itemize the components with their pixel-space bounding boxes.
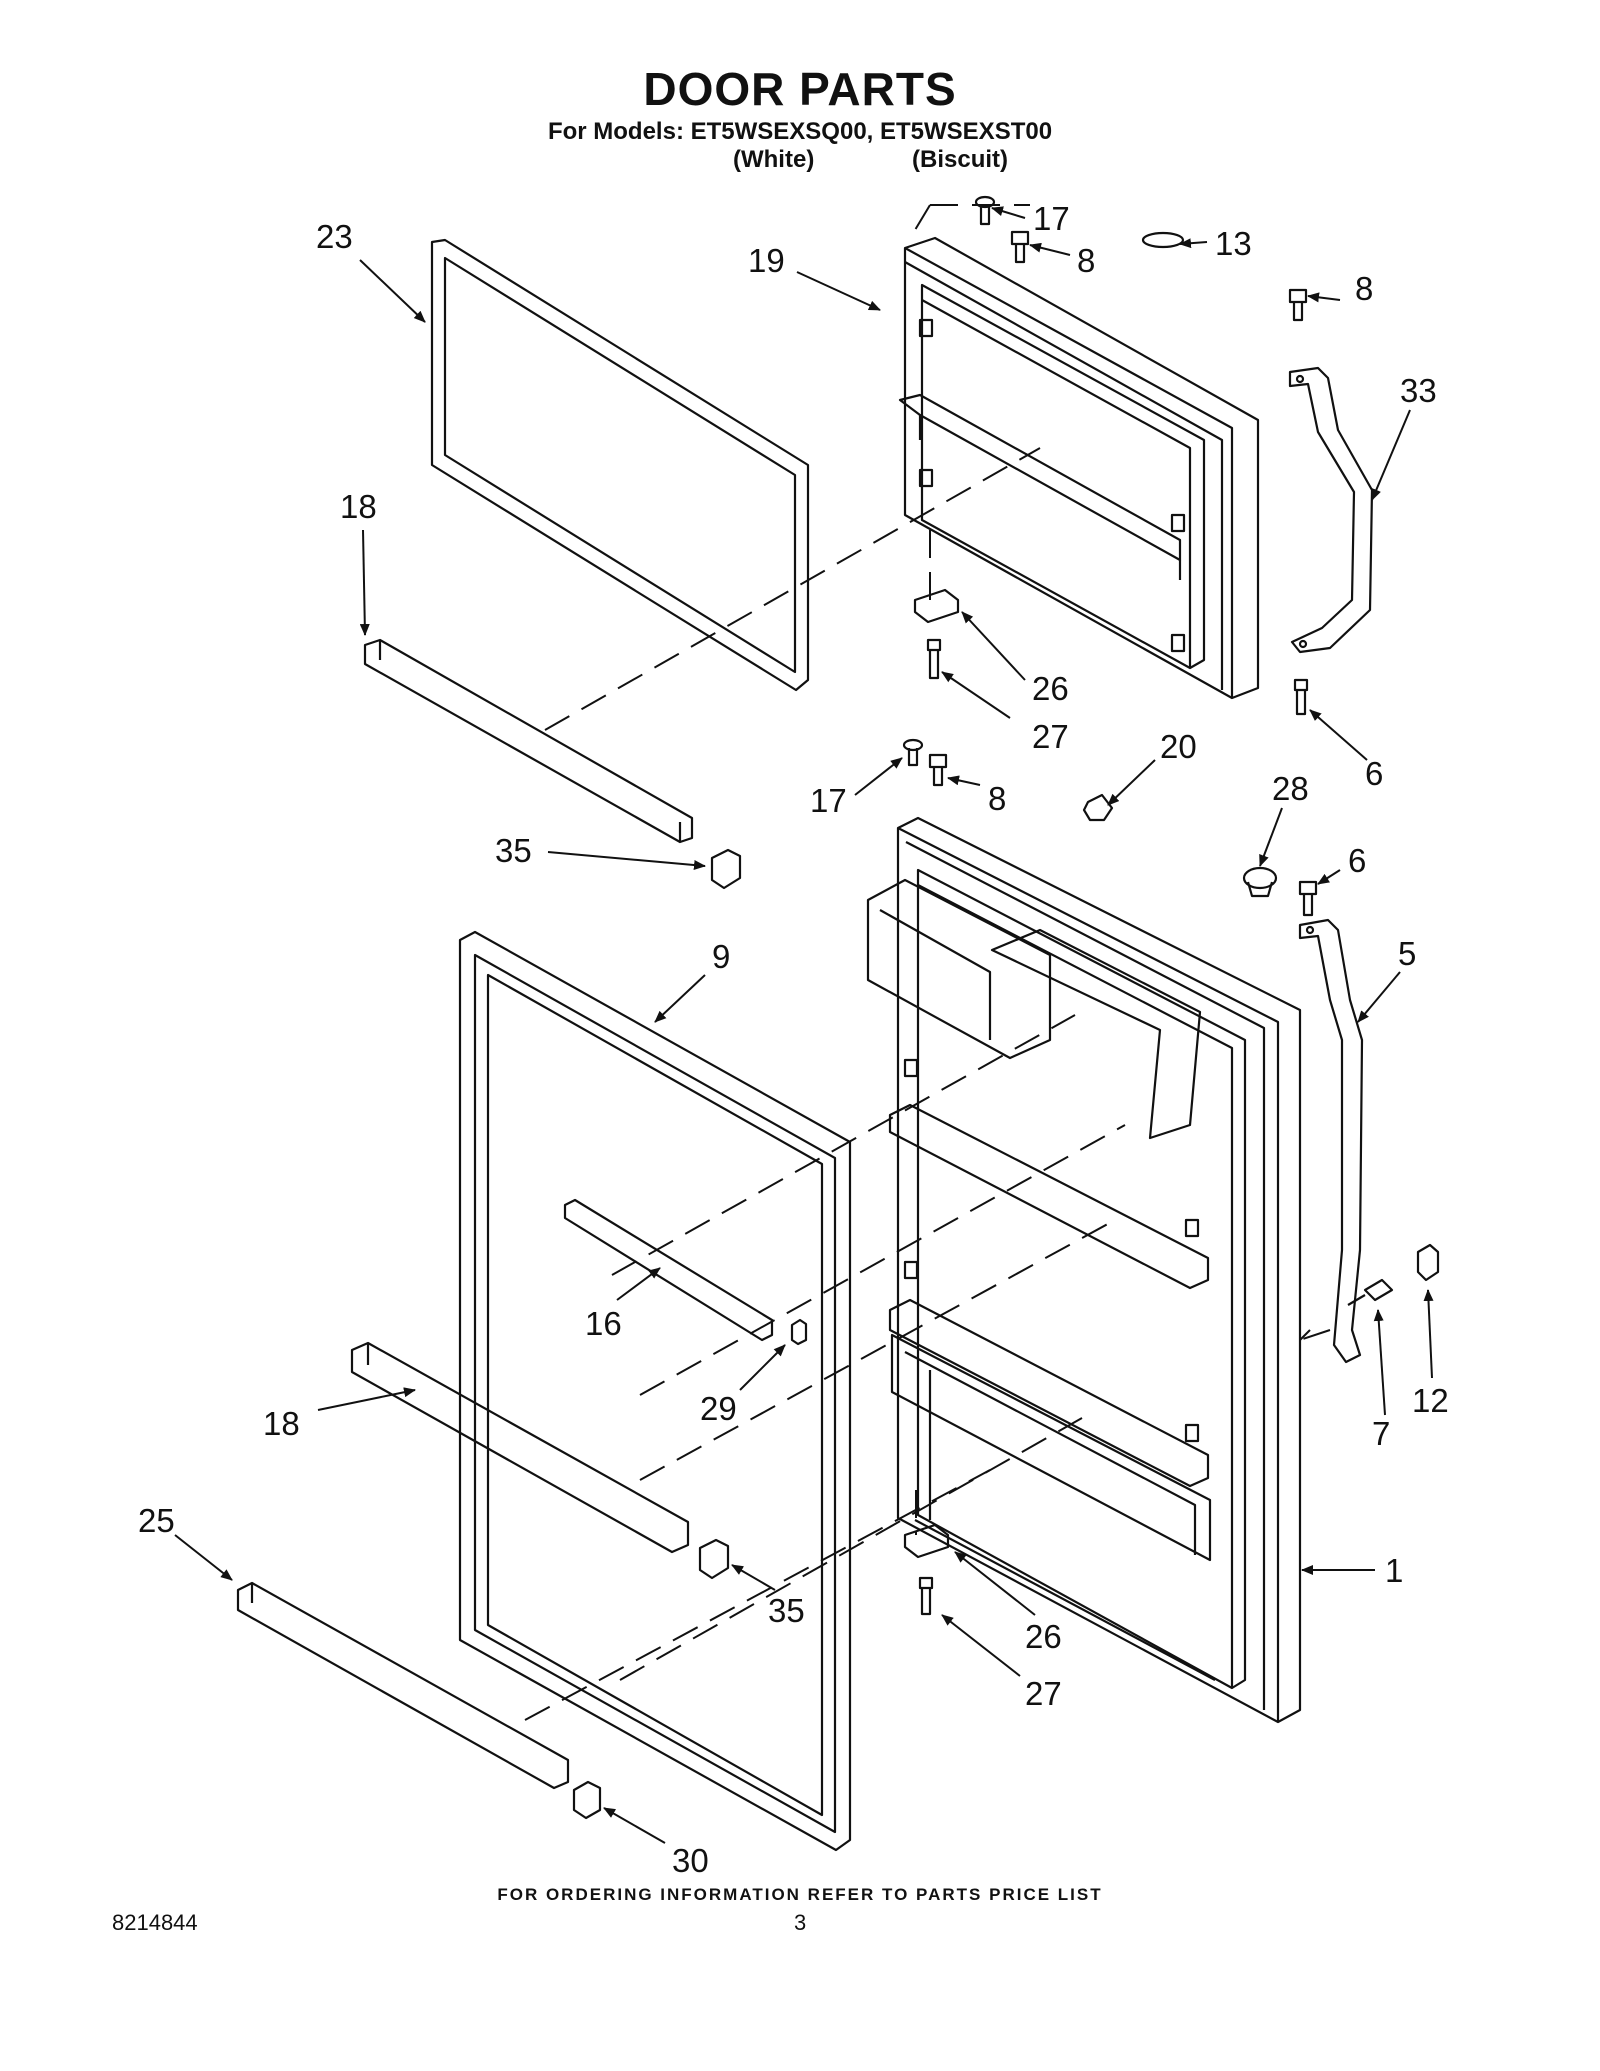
variant-white: (White) <box>733 146 815 173</box>
fresh-food-door <box>866 816 1302 1724</box>
short-rail <box>563 1198 774 1342</box>
bottom-rail-clip <box>572 1780 602 1820</box>
callout-26-upper: 26 <box>1032 670 1069 707</box>
door-rail-upper <box>363 638 694 844</box>
callout-7: 7 <box>1372 1415 1390 1452</box>
hardware-plug-13 <box>1141 231 1185 249</box>
hardware-hinge-26-upper <box>913 588 960 624</box>
hardware-screw-8-lower <box>928 753 948 787</box>
hardware-screw-6-upper <box>1293 678 1309 716</box>
ordering-note: FOR ORDERING INFORMATION REFER TO PARTS … <box>497 1885 1103 1904</box>
hardware-pin-17-upper <box>974 195 996 226</box>
hardware-screw-7 <box>1347 1278 1394 1306</box>
callout-12: 12 <box>1412 1382 1449 1419</box>
callout-26-lower: 26 <box>1025 1618 1062 1655</box>
callout-6-lower: 6 <box>1348 842 1366 879</box>
freezer-door-gasket <box>430 238 810 692</box>
hardware-screw-27-upper <box>926 638 942 680</box>
callout-16: 16 <box>585 1305 622 1342</box>
callout-5: 5 <box>1398 935 1416 972</box>
callout-8-lower: 8 <box>988 780 1006 817</box>
callout-18-upper: 18 <box>340 488 377 525</box>
callout-13: 13 <box>1215 225 1252 262</box>
callout-35-upper: 35 <box>495 832 532 869</box>
hardware-cap-12 <box>1416 1243 1440 1282</box>
freezer-door <box>898 236 1260 700</box>
models-line: For Models: ET5WSEXSQ00, ET5WSEXST00 <box>547 118 1053 145</box>
callout-17-lower: 17 <box>810 782 847 819</box>
hardware-pin-17-lower <box>902 738 924 767</box>
fresh-food-handle <box>1298 918 1364 1364</box>
callout-28: 28 <box>1272 770 1309 807</box>
callout-35-lower: 35 <box>768 1592 805 1629</box>
bottom-rail <box>236 1581 570 1790</box>
document-number: 8214844 <box>112 1910 198 1935</box>
callout-17-upper: 17 <box>1033 200 1070 237</box>
callout-20: 20 <box>1160 728 1197 765</box>
callout-27-lower: 27 <box>1025 1675 1062 1712</box>
variant-biscuit: (Biscuit) <box>912 146 1008 173</box>
hardware-plug-28 <box>1242 866 1278 898</box>
callout-30: 30 <box>672 1842 709 1879</box>
callout-6-upper: 6 <box>1365 755 1383 792</box>
callout-8-upper: 8 <box>1077 242 1095 279</box>
callout-33: 33 <box>1400 372 1437 409</box>
callout-9: 9 <box>712 938 730 975</box>
callout-8-handle: 8 <box>1355 270 1373 307</box>
hardware-screw-27-lower <box>918 1576 934 1616</box>
page-number: 3 <box>794 1910 807 1935</box>
hardware-screw-6-lower <box>1298 880 1318 917</box>
door-rail-lower <box>350 1341 690 1554</box>
freezer-handle <box>1288 366 1374 654</box>
callout-1: 1 <box>1385 1552 1403 1589</box>
small-clip <box>790 1318 808 1346</box>
callout-19: 19 <box>748 242 785 279</box>
rail-end-clip-upper <box>710 848 742 890</box>
callout-23: 23 <box>316 218 353 255</box>
callout-27-upper: 27 <box>1032 718 1069 755</box>
page-title: DOOR PARTS <box>643 63 957 115</box>
callout-leaders <box>174 206 1434 1844</box>
rail-end-clip-lower <box>698 1538 730 1580</box>
callout-18-lower: 18 <box>263 1405 300 1442</box>
callout-29: 29 <box>700 1390 737 1427</box>
assembly-lines <box>524 204 1331 1721</box>
hardware-screw-8-upper <box>1010 230 1030 264</box>
hardware-screw-8-handle <box>1288 288 1308 322</box>
fresh-food-door-gasket <box>458 930 852 1852</box>
hardware-cam-20 <box>1082 793 1114 822</box>
hardware-hinge-26-lower <box>903 1523 950 1559</box>
callout-25: 25 <box>138 1502 175 1539</box>
